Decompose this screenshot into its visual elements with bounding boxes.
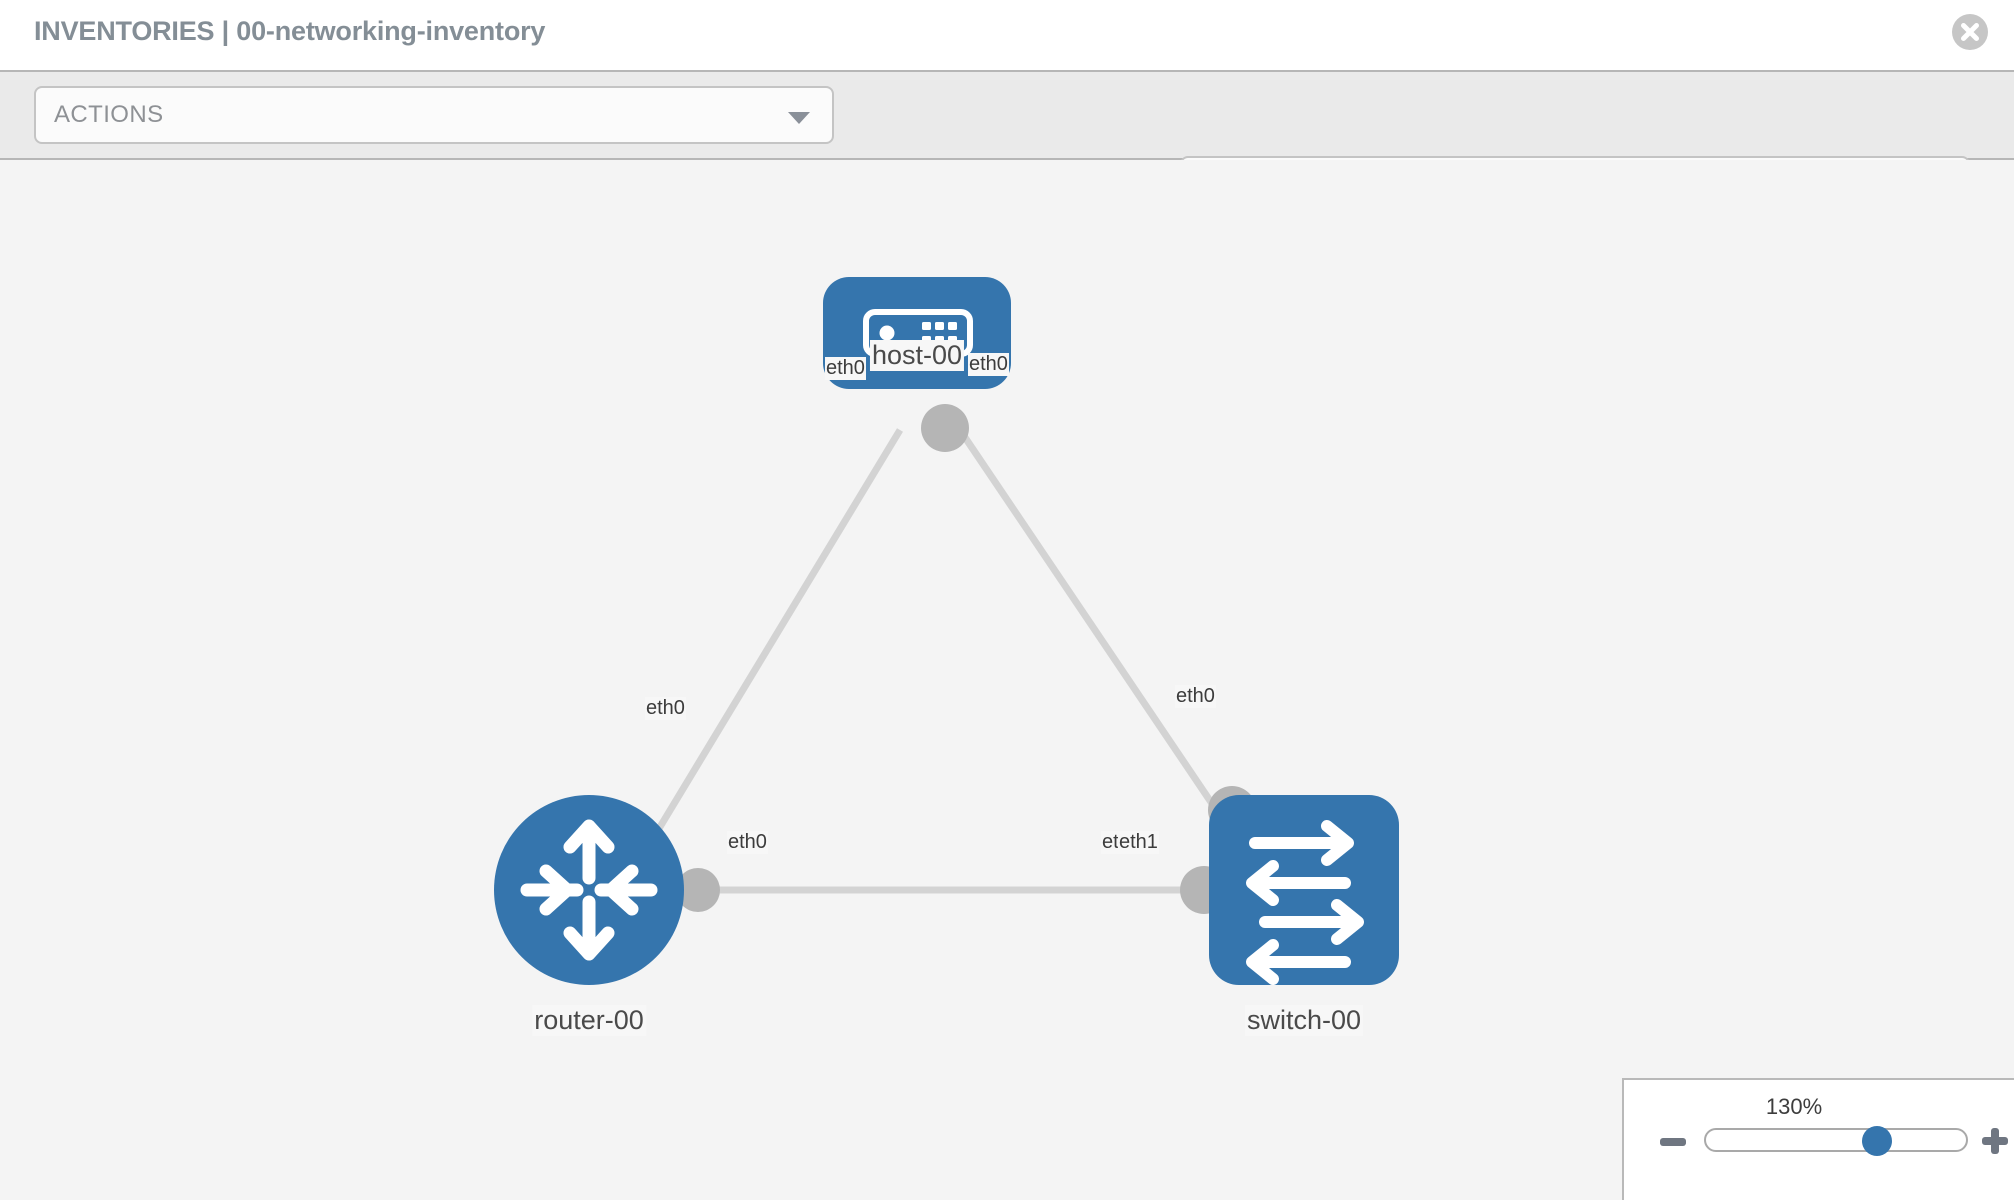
zoom-level-value: 130% xyxy=(1765,1094,1823,1119)
link-host-router xyxy=(637,428,903,862)
iface-label-router-right: eth0 xyxy=(727,831,768,854)
zoom-in-icon[interactable] xyxy=(1982,1128,2008,1154)
actions-dropdown-label: ACTIONS xyxy=(54,101,164,128)
iface-label-host-left: eth0 xyxy=(825,357,866,380)
zoom-panel: 130% xyxy=(1622,1078,2014,1200)
page-title: INVENTORIES | 00-networking-inventory xyxy=(34,16,546,46)
close-icon[interactable] xyxy=(1950,12,1990,52)
topology-canvas[interactable]: host-00 router-00 switch-00 eth0 eth0 et… xyxy=(0,160,2014,1200)
iface-label-switch-left-b: eth1 xyxy=(1118,831,1159,854)
toolbar: ACTIONS SEARCH xyxy=(0,70,2014,214)
zoom-slider-track[interactable] xyxy=(1704,1128,1968,1152)
topology-graph xyxy=(494,277,1399,985)
node-label-host-00: host-00 xyxy=(869,340,965,371)
actions-dropdown[interactable]: ACTIONS xyxy=(34,86,834,144)
topology-links xyxy=(637,428,1253,894)
zoom-slider-thumb[interactable] xyxy=(1862,1126,1892,1156)
node-label-switch-00: switch-00 xyxy=(1244,1005,1364,1036)
node-router-00[interactable] xyxy=(494,795,684,985)
node-switch-00[interactable] xyxy=(1209,795,1399,985)
chevron-down-icon xyxy=(788,112,810,124)
node-label-router-00: router-00 xyxy=(532,1005,646,1036)
zoom-out-icon[interactable] xyxy=(1660,1138,1686,1146)
port-host-bottom xyxy=(921,404,969,452)
iface-label-switch-up: eth0 xyxy=(1175,685,1216,708)
port-router-right xyxy=(676,868,720,912)
page-header: INVENTORIES | 00-networking-inventory xyxy=(0,0,2014,70)
link-host-switch xyxy=(957,428,1253,862)
iface-label-host-right: eth0 xyxy=(968,353,1009,376)
iface-label-router-up: eth0 xyxy=(645,697,686,720)
